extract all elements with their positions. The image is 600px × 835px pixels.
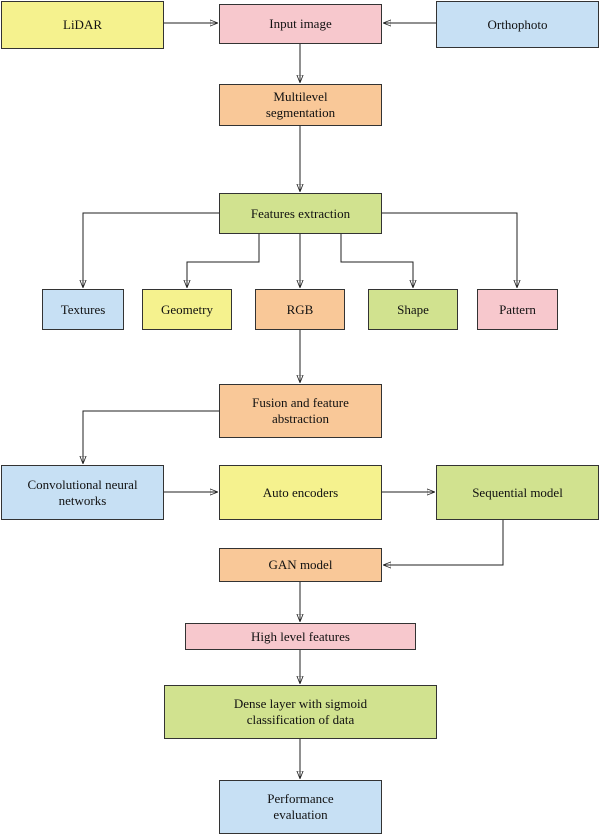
connector-features-extraction-to-geometry — [187, 234, 260, 287]
connector-features-extraction-to-shape — [340, 234, 413, 287]
node-features-extraction: Features extraction — [219, 193, 382, 234]
node-pattern: Pattern — [477, 289, 558, 330]
connector-features-extraction-to-pattern — [382, 212, 517, 287]
node-rgb: RGB — [255, 289, 345, 330]
node-pattern-label: Pattern — [499, 301, 536, 317]
node-orthophoto: Orthophoto — [436, 1, 599, 48]
node-sequential-model-label: Sequential model — [472, 484, 563, 500]
node-textures: Textures — [42, 289, 124, 330]
node-textures-label: Textures — [60, 301, 106, 317]
node-geometry: Geometry — [142, 289, 232, 330]
node-lidar: LiDAR — [1, 1, 164, 49]
node-multilevel-segmentation: Multilevel segmentation — [219, 84, 382, 126]
node-high-level-features-label: High level features — [251, 628, 350, 644]
node-gan-model: GAN model — [219, 548, 382, 582]
node-shape: Shape — [368, 289, 458, 330]
node-sequential-model: Sequential model — [436, 465, 599, 520]
node-performance-evaluation-label: Performance evaluation — [267, 791, 334, 822]
node-multilevel-segmentation-label: Multilevel segmentation — [265, 89, 336, 120]
connector-fusion-to-cnn — [83, 410, 219, 463]
node-performance-evaluation: Performance evaluation — [219, 780, 382, 834]
node-lidar-label: LiDAR — [63, 17, 102, 32]
node-fusion-and-feature-abstraction: Fusion and feature abstraction — [219, 384, 382, 438]
node-dense-layer-label: Dense layer with sigmoid classification … — [233, 696, 368, 727]
node-fusion-and-feature-abstraction-label: Fusion and feature abstraction — [252, 395, 349, 426]
node-shape-label: Shape — [397, 301, 429, 317]
node-features-extraction-label: Features extraction — [250, 205, 351, 221]
node-input-image: Input image — [219, 4, 382, 44]
node-orthophoto-label: Orthophoto — [487, 16, 548, 32]
node-rgb-label: RGB — [286, 301, 314, 317]
node-auto-encoders-label: Auto encoders — [262, 484, 339, 500]
node-convolutional-neural-networks: Convolutional neural networks — [1, 465, 164, 520]
node-input-image-label: Input image — [269, 16, 332, 31]
node-high-level-features: High level features — [185, 623, 416, 650]
node-auto-encoders: Auto encoders — [219, 465, 382, 520]
node-gan-model-label: GAN model — [268, 557, 333, 572]
connector-sequential-model-to-gan-model — [384, 520, 504, 565]
connector-features-extraction-to-textures — [83, 212, 219, 287]
node-convolutional-neural-networks-label: Convolutional neural networks — [27, 476, 138, 508]
node-dense-layer: Dense layer with sigmoid classification … — [164, 685, 437, 739]
node-geometry-label: Geometry — [161, 301, 213, 317]
